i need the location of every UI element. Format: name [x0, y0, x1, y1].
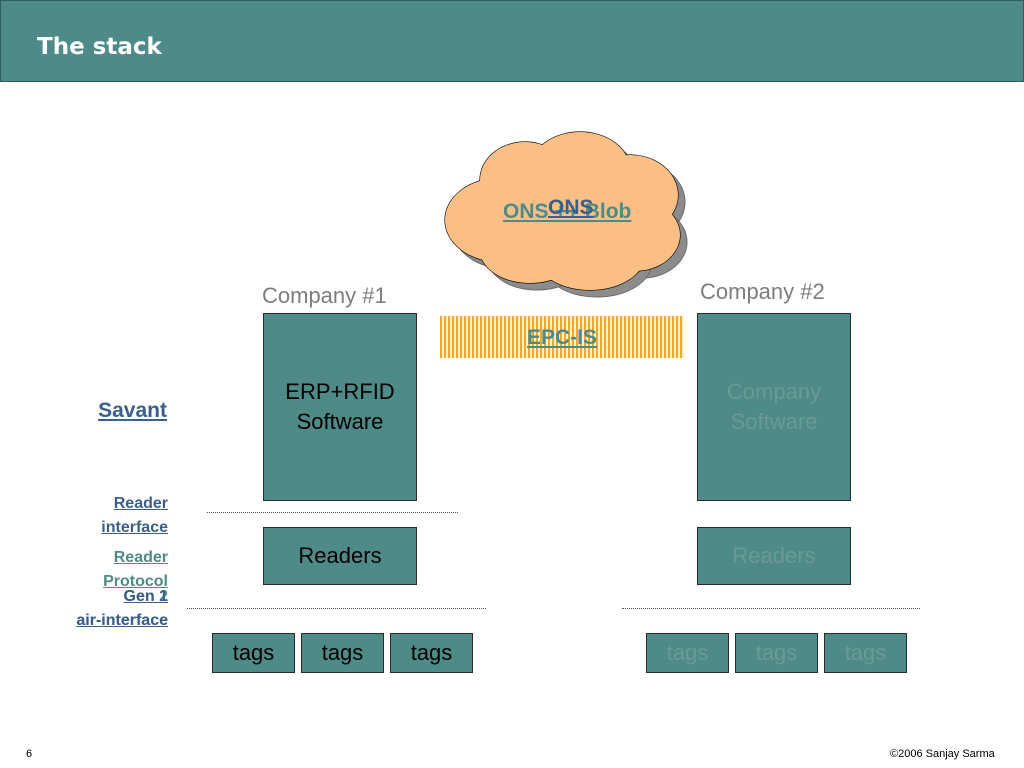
company2-tag-box: tags — [824, 633, 907, 673]
ons-label[interactable]: ONS — [548, 196, 594, 219]
air-interface-label-back[interactable]: air-interface — [76, 612, 168, 629]
company2-label: Company #2 — [700, 279, 825, 304]
air-interface-label[interactable]: air-interface — [76, 612, 168, 629]
company1-label: Company #1 — [262, 283, 387, 308]
company2-readers-box: Readers — [697, 527, 851, 585]
company1-tag-label: tags — [321, 640, 364, 665]
company1-tag-box: tags — [212, 633, 295, 673]
savant-label[interactable]: Savant — [98, 399, 167, 422]
company2-software-line1: Company — [726, 379, 822, 404]
reader-protocol-line2: Protocol — [103, 573, 168, 590]
company1-software-box: ERP+RFID Software — [263, 313, 417, 501]
company2-readers-label: Readers — [732, 543, 816, 568]
company1-tag-label: tags — [410, 640, 453, 665]
air-interface-divider-left — [187, 608, 486, 609]
gen1-label[interactable]: Gen 1 — [123, 588, 168, 605]
company1-tag-box: tags — [390, 633, 473, 673]
company2-tag-label: tags — [666, 640, 709, 665]
company1-readers-label: Readers — [298, 543, 382, 568]
company1-readers-box: Readers — [263, 527, 417, 585]
epc-is-label[interactable]: EPC-IS — [526, 326, 597, 349]
copyright: ©2006 Sanjay Sarma — [890, 748, 995, 760]
ons-blob-label[interactable]: ONS ++ Blob — [503, 200, 632, 223]
company1-software-line2: Software — [296, 409, 384, 434]
air-interface-divider-right — [622, 608, 920, 609]
gen2-label[interactable]: Gen 2 — [123, 588, 168, 605]
company1-software-line1: ERP+RFID — [285, 379, 395, 404]
company2-tag-box: tags — [735, 633, 818, 673]
reader-interface-line2: interface — [101, 519, 168, 536]
title-bar: The stack — [0, 0, 1024, 82]
reader-protocol-label[interactable]: Reader Protocol — [40, 546, 168, 594]
reader-interface-label[interactable]: Reader interface — [40, 492, 168, 540]
reader-interface-line1: Reader — [113, 495, 168, 512]
company2-software-line2: Software — [730, 409, 818, 434]
reader-interface-divider — [207, 512, 458, 513]
company2-tag-label: tags — [844, 640, 887, 665]
company2-software-box: Company Software — [697, 313, 851, 501]
company1-tag-label: tags — [232, 640, 275, 665]
slide-title: The stack — [37, 34, 162, 60]
company2-tag-box: tags — [646, 633, 729, 673]
page-number: 6 — [26, 748, 33, 760]
epc-is-bar — [440, 316, 684, 358]
company2-tag-label: tags — [755, 640, 798, 665]
company1-tag-box: tags — [301, 633, 384, 673]
reader-protocol-line1: Reader — [113, 549, 168, 566]
